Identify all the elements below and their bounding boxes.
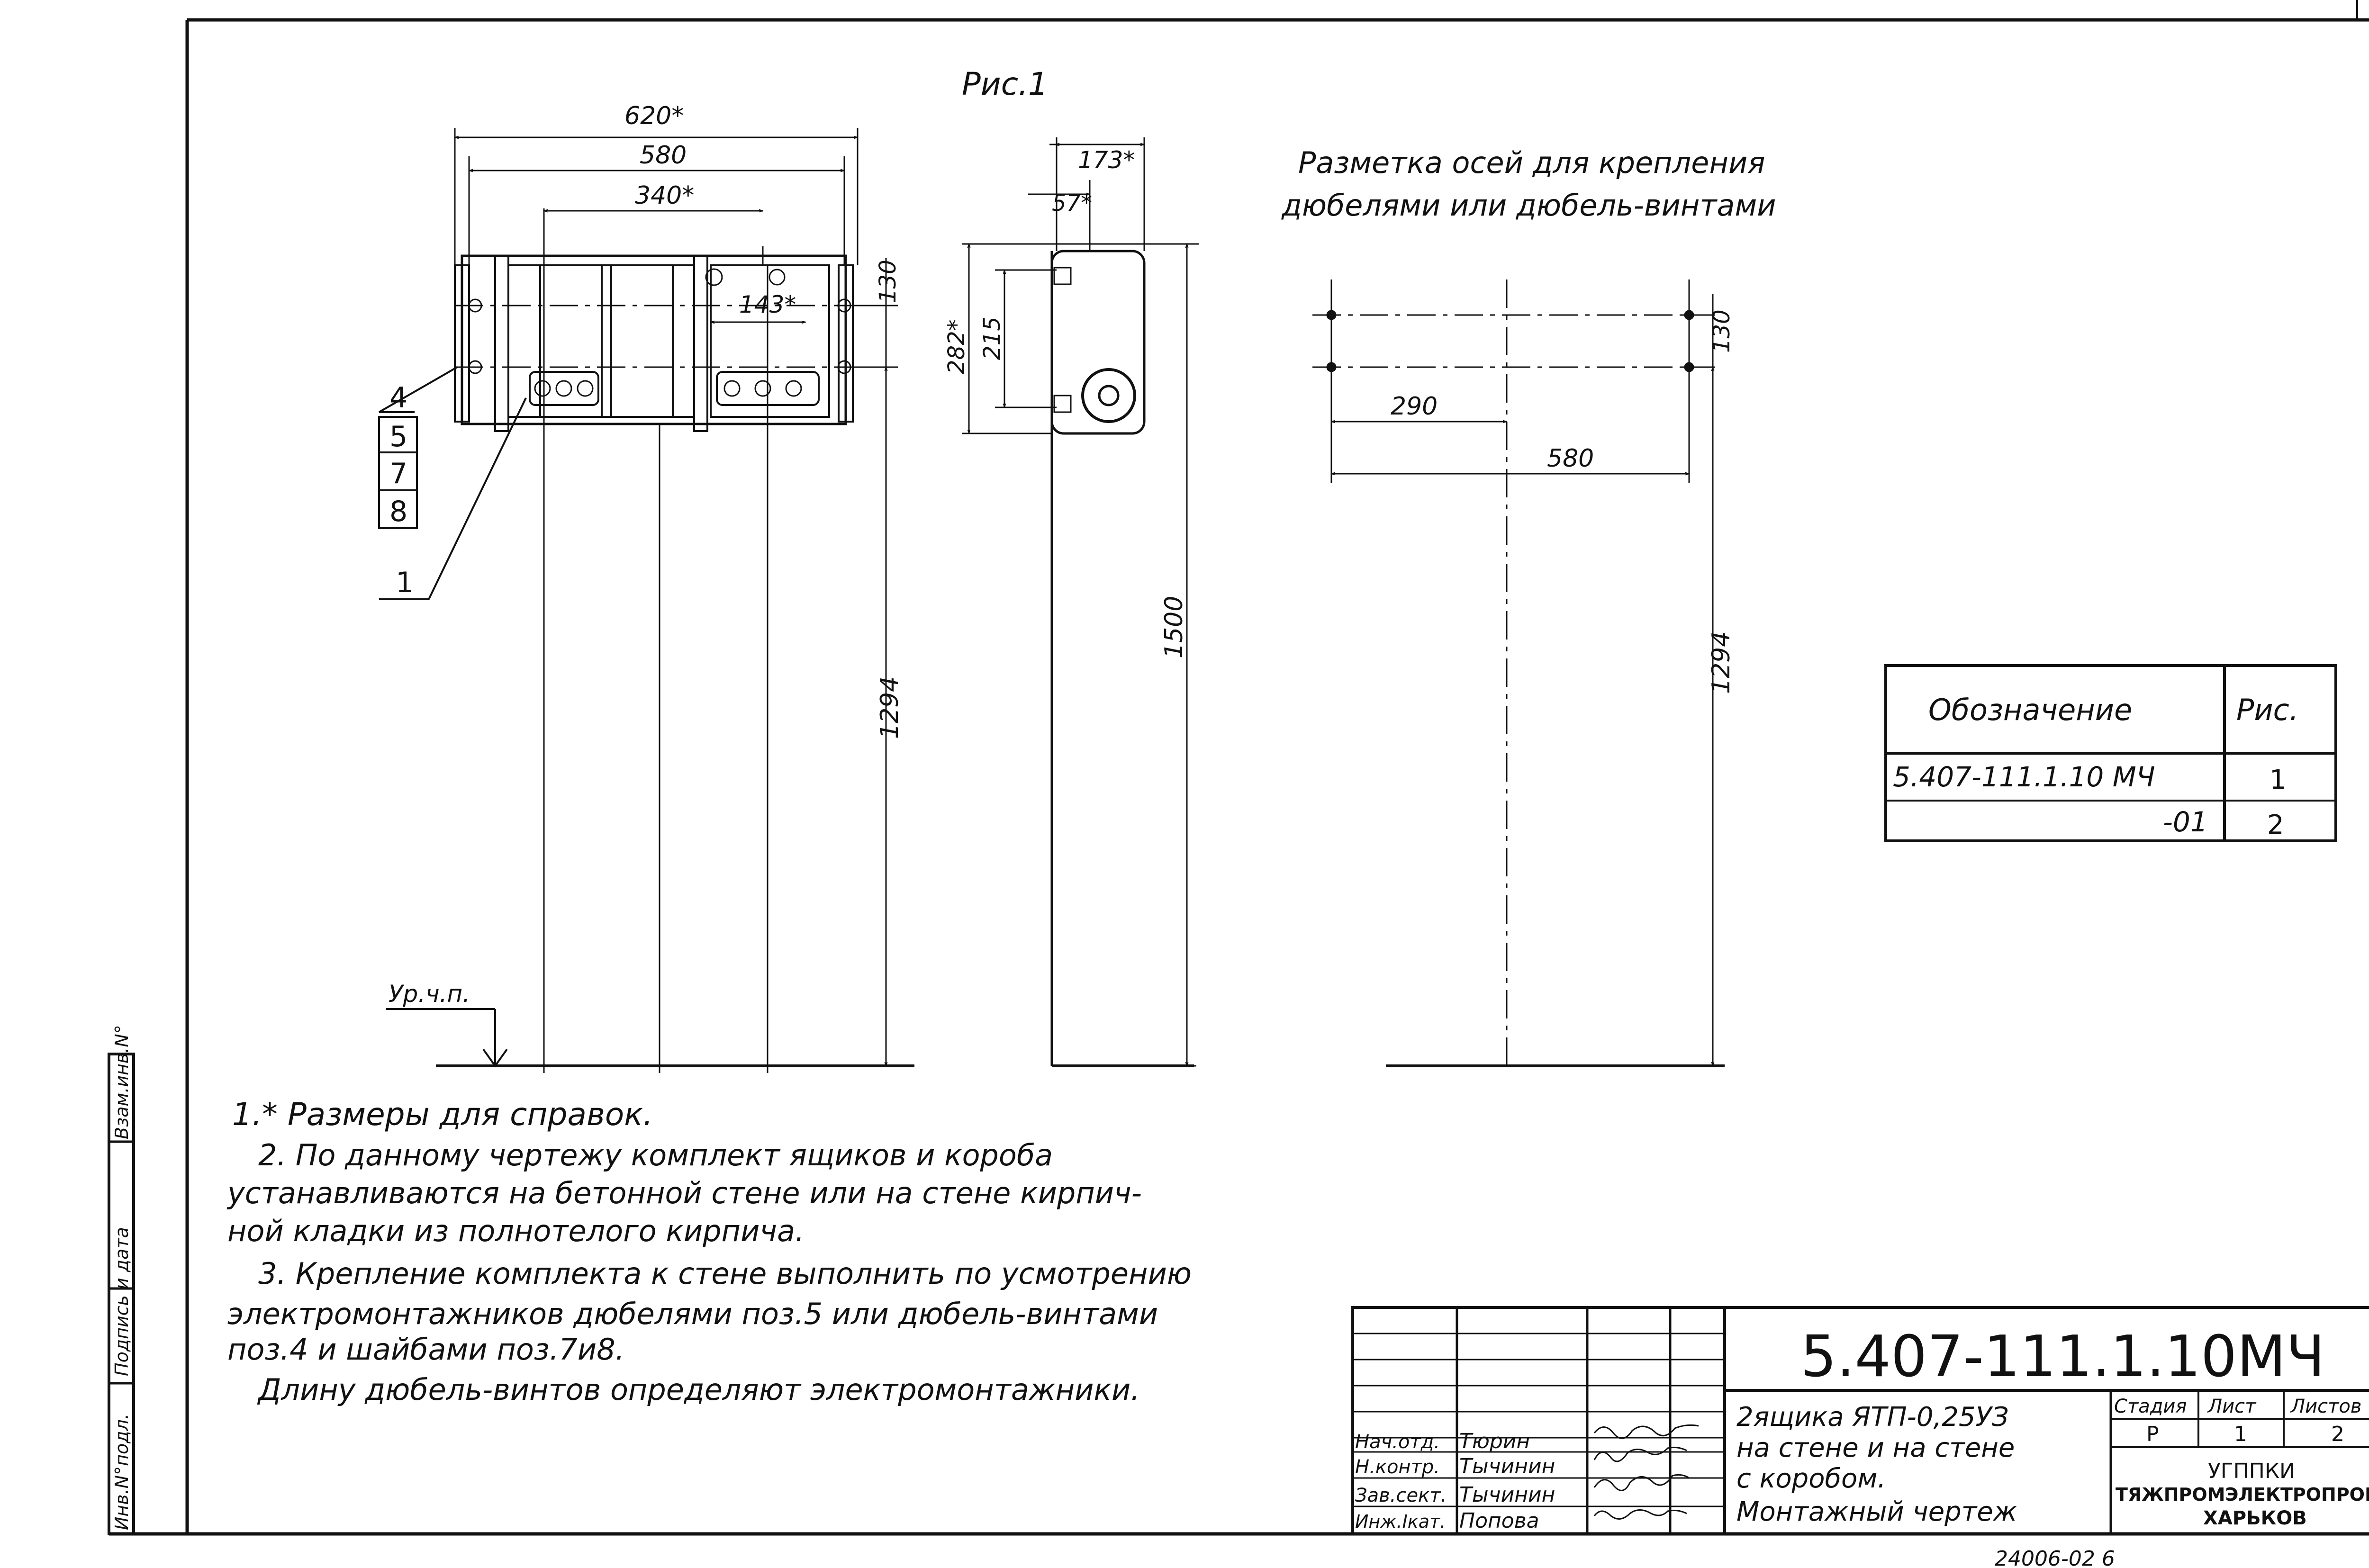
- dim-340: 340*: [635, 181, 694, 210]
- dim-580-markup: 580: [1547, 444, 1594, 473]
- sheet-value: 1: [2234, 1422, 2247, 1446]
- position-8: 8: [389, 495, 407, 528]
- notes: 1.* Размеры для справок. 2. По данному ч…: [226, 1096, 1192, 1407]
- dim-173: 173*: [1078, 146, 1135, 174]
- title-block: [1351, 1306, 2369, 1535]
- title-desc-line1: 2ящика ЯТП-0,25УЗ: [1736, 1402, 2009, 1433]
- note-line: электромонтажников дюбелями поз.5 или дю…: [227, 1297, 1158, 1331]
- table-header-figure: Рис.: [2236, 693, 2298, 727]
- position-7: 7: [389, 457, 407, 490]
- table-row-1-figure: 1: [2270, 765, 2287, 795]
- side-stamp-inv: Инв.N°подл.: [111, 1414, 132, 1530]
- sign-name-4: Попова: [1459, 1509, 1539, 1533]
- sign-role-2: Н.контр.: [1355, 1456, 1440, 1478]
- figure-title: Рис.1: [962, 66, 1048, 102]
- dim-57: 57*: [1052, 190, 1092, 216]
- table-row-2-figure: 2: [2267, 810, 2284, 840]
- note-line: 1.* Размеры для справок.: [232, 1096, 653, 1133]
- position-5: 5: [389, 420, 407, 453]
- side-stamp-replace: Взам.инв.N°: [111, 1025, 132, 1139]
- dim-620: 620*: [624, 102, 684, 130]
- title-desc-line2: на стене и на стене: [1736, 1433, 2015, 1463]
- stage-value: Р: [2146, 1422, 2159, 1446]
- reference-table: [1884, 664, 2337, 842]
- axis-markup: [1312, 279, 1725, 1067]
- sheets-value: 2: [2331, 1422, 2344, 1446]
- org-line3: ХАРЬКОВ: [2203, 1507, 2307, 1529]
- sign-name-1: Тюрин: [1459, 1429, 1530, 1453]
- org-line1: УГППКИ: [2208, 1459, 2295, 1483]
- markup-title-line1: Разметка осей для крепления: [1298, 145, 1765, 180]
- position-callouts: [378, 366, 527, 600]
- note-line: Длину дюбель-винтов определяют электромо…: [257, 1372, 1140, 1407]
- sign-name-3: Тычинин: [1459, 1483, 1555, 1507]
- side-stamp: Взам.инв.N° Подпись и дата Инв.N°подл.: [108, 1025, 135, 1535]
- sign-role-4: Инж.Iкат.: [1355, 1511, 1446, 1532]
- org-line2: ТЯЖПРОМЭЛЕКТРОПРОЕКТ: [2116, 1484, 2369, 1505]
- position-4: 4: [389, 381, 407, 415]
- position-1: 1: [396, 566, 414, 599]
- note-line: ной кладки из полнотелого кирпича.: [227, 1214, 805, 1248]
- title-desc-line4: Монтажный чертеж: [1736, 1496, 2017, 1527]
- sign-role-1: Нач.отд.: [1355, 1431, 1440, 1453]
- level-mark: [386, 1008, 508, 1068]
- note-line: устанавливаются на бетонной стене или на…: [226, 1176, 1142, 1210]
- side-stamp-sign: Подпись и дата: [111, 1227, 132, 1376]
- title-desc-line3: с коробом.: [1736, 1463, 1886, 1494]
- sign-role-3: Зав.сект.: [1355, 1485, 1447, 1506]
- dim-1294-markup: 1294: [1707, 631, 1736, 694]
- sign-name-2: Тычинин: [1459, 1454, 1555, 1478]
- dim-282: 282*: [943, 319, 970, 374]
- table-row-2-designation: -01: [2163, 806, 2208, 838]
- dim-1294: 1294: [876, 676, 904, 739]
- handwritten-signatures: [1593, 1424, 1699, 1520]
- stage-header: Стадия: [2114, 1396, 2187, 1417]
- dim-215: 215: [979, 316, 1005, 360]
- dim-130: 130: [875, 260, 901, 303]
- side-view: [962, 137, 1199, 1067]
- dim-1500: 1500: [1160, 596, 1188, 658]
- note-line: поз.4 и шайбами поз.7и8.: [227, 1332, 624, 1367]
- note-line: 2. По данному чертежу комплект ящиков и …: [258, 1138, 1053, 1172]
- dim-130-markup: 130: [1709, 309, 1735, 353]
- sheets-header: Листов: [2290, 1396, 2361, 1417]
- dim-580: 580: [640, 141, 687, 170]
- dim-143: 143*: [739, 291, 796, 318]
- front-view: [436, 128, 914, 1073]
- level-label: Ур.ч.п.: [389, 980, 470, 1008]
- dim-290: 290: [1391, 392, 1438, 421]
- sheet-header: Лист: [2207, 1396, 2257, 1417]
- note-line: 3. Крепление комплекта к стене выполнить…: [258, 1256, 1192, 1291]
- footer-number: 24006-02 6: [1995, 1547, 2115, 1568]
- doc-code: 5.407-111.1.10МЧ: [1800, 1324, 2325, 1390]
- table-header-designation: Обозначение: [1928, 693, 2132, 727]
- markup-title-line2: дюбелями или дюбель-винтами: [1281, 188, 1776, 223]
- table-row-1-designation: 5.407-111.1.10 МЧ: [1893, 761, 2155, 793]
